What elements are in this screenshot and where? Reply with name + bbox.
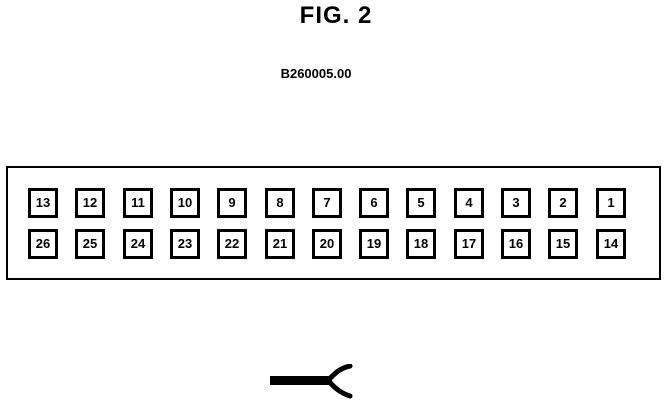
part-number: B260005.00: [280, 66, 352, 81]
connector-body: 13 12 11 10 9 8 7 6 5 4 3 2 1 26 25 24 2…: [6, 166, 661, 280]
figure-title: FIG. 2: [299, 2, 373, 29]
connector-key-icon: [270, 364, 353, 399]
pin-10: 10: [170, 188, 200, 218]
pin-1: 1: [596, 188, 626, 218]
pin-11: 11: [123, 188, 153, 218]
pin-13: 13: [28, 188, 58, 218]
pin-17: 17: [454, 229, 484, 259]
pin-18: 18: [406, 229, 436, 259]
pin-7: 7: [312, 188, 342, 218]
pin-26: 26: [28, 229, 58, 259]
pin-25: 25: [75, 229, 105, 259]
pin-12: 12: [75, 188, 105, 218]
pin-19: 19: [359, 229, 389, 259]
pin-21: 21: [265, 229, 295, 259]
pin-24: 24: [123, 229, 153, 259]
pin-9: 9: [217, 188, 247, 218]
pin-22: 22: [217, 229, 247, 259]
pin-15: 15: [548, 229, 578, 259]
pin-14: 14: [596, 229, 626, 259]
pin-16: 16: [501, 229, 531, 259]
pin-5: 5: [406, 188, 436, 218]
pin-20: 20: [312, 229, 342, 259]
pin-4: 4: [454, 188, 484, 218]
pin-2: 2: [548, 188, 578, 218]
pin-3: 3: [501, 188, 531, 218]
pin-6: 6: [359, 188, 389, 218]
pin-23: 23: [170, 229, 200, 259]
pin-8: 8: [265, 188, 295, 218]
